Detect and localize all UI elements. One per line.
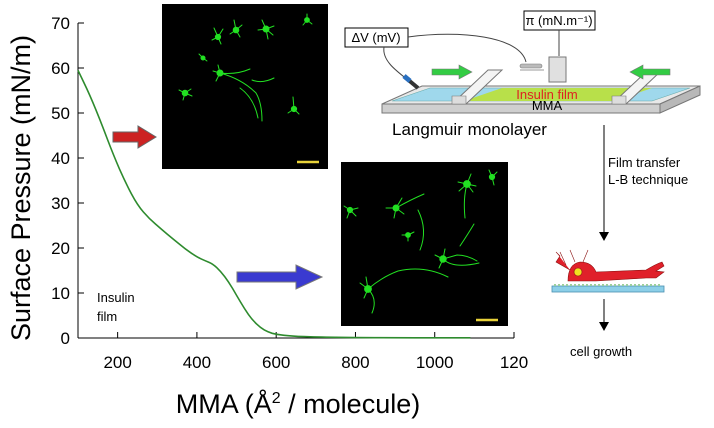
delta-v-box	[344, 27, 409, 48]
y-tick-label: 30	[51, 194, 70, 213]
trough-front	[381, 103, 661, 114]
neuron-cell-icon	[555, 249, 665, 282]
y-axis-label: Surface Pressure (mN/m)	[6, 35, 36, 341]
blue-arrow-icon	[236, 264, 324, 290]
x-tick-label: 1000	[416, 353, 454, 372]
langmuir-label: Langmuir monolayer	[392, 120, 547, 139]
wilhelmy-plate	[519, 63, 543, 69]
arrow-down-icon	[599, 232, 609, 241]
balance-block	[548, 56, 567, 83]
micrograph-top	[162, 4, 328, 169]
y-tick-label: 10	[51, 284, 70, 303]
langmuir-trough: ΔV (mV) π (mN.m⁻¹) Insulin film	[344, 10, 701, 139]
green-arrow-left-icon	[629, 64, 671, 80]
y-tick-label: 20	[51, 239, 70, 258]
delta-v-label: ΔV (mV)	[351, 30, 400, 45]
pi-label: π (mN.m⁻¹)	[525, 13, 592, 28]
isotherm-chart: 0 10 20 30 40 50 60 70 200 400 600 800 1000 120 Surfa…	[6, 14, 528, 419]
annotation-line-1: Insulin	[97, 290, 135, 305]
mma-label: MMA	[532, 98, 563, 113]
cell-on-substrate	[551, 249, 665, 293]
x-tick-label: 200	[103, 353, 131, 372]
micrograph-bottom	[341, 162, 508, 326]
substrate	[551, 285, 665, 293]
x-tick-label: 600	[262, 353, 290, 372]
transfer-flow: Film transfer L-B technique cell growth	[551, 125, 688, 359]
tick-labels: 0 10 20 30 40 50 60 70 200 400 600 800 1000 120	[51, 14, 528, 372]
transfer-label-2: L-B technique	[608, 172, 688, 187]
neuron-cells	[178, 13, 313, 122]
trough-side	[659, 85, 701, 114]
transfer-label-1: Film transfer	[608, 155, 681, 170]
arrow-down-icon	[599, 322, 609, 331]
x-tick-label: 400	[183, 353, 211, 372]
red-arrow-icon	[112, 125, 157, 149]
y-tick-label: 60	[51, 59, 70, 78]
isotherm-curve	[77, 69, 471, 339]
green-arrow-right-icon	[431, 64, 473, 80]
x-axis-label: MMA (Å2 / molecule)	[176, 388, 420, 419]
annotation-line-2: film	[97, 309, 117, 324]
growth-label: cell growth	[570, 344, 632, 359]
neuron-cells	[343, 169, 498, 314]
probe-icon	[402, 74, 420, 90]
x-tick-label: 120	[500, 353, 528, 372]
y-tick-label: 50	[51, 104, 70, 123]
electrode-wire	[383, 46, 409, 81]
balance-wire	[407, 33, 527, 63]
x-tick-label: 800	[341, 353, 369, 372]
insulin-film-region	[464, 88, 652, 101]
y-tick-label: 0	[61, 329, 70, 348]
y-tick-label: 70	[51, 14, 70, 33]
y-tick-label: 40	[51, 149, 70, 168]
film-label: Insulin film	[516, 87, 577, 102]
